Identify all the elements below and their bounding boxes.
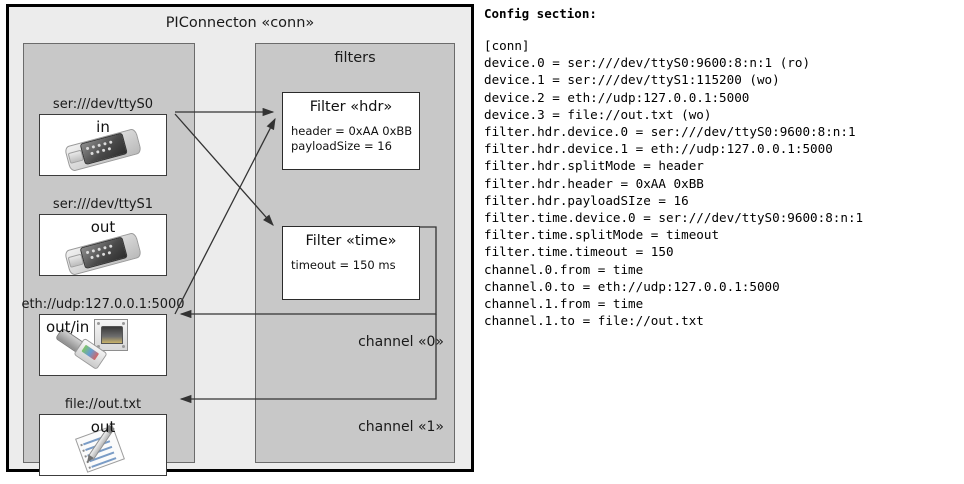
config-line: device.3 = file://out.txt (wo) <box>484 106 712 122</box>
device-ser1-direction: out <box>90 218 116 236</box>
config-line: channel.1.to = file://out.txt <box>484 313 704 329</box>
device-ser0-box[interactable]: in <box>39 114 167 176</box>
filter-hdr-prop-payloadsize: payloadSize = 16 <box>291 139 392 153</box>
device-ser1[interactable]: ser:///dev/ttyS1 out <box>39 196 167 276</box>
devices-group: ser:///dev/ttyS0 in <box>21 43 195 476</box>
config-line: device.1 = ser:///dev/ttyS1:115200 (wo) <box>484 72 780 88</box>
config-line: device.2 = eth://udp:127.0.0.1:5000 <box>484 89 750 105</box>
config-line: filter.time.device.0 = ser:///dev/ttyS0:… <box>484 210 864 226</box>
device-ser0-label: ser:///dev/ttyS0 <box>52 97 154 112</box>
config-line: channel.0.to = eth://udp:127.0.0.1:5000 <box>484 278 780 294</box>
device-eth-box[interactable]: out/in <box>39 314 167 376</box>
diagram-title: PIConnecton «conn» <box>165 15 315 31</box>
config-lines: [conn] device.0 = ser:///dev/ttyS0:9600:8… <box>484 37 958 329</box>
config-line: filter.time.splitMode = timeout <box>484 227 720 243</box>
device-file[interactable]: file://out.txt out <box>39 396 167 476</box>
filter-hdr-prop-header: header = 0xAA 0xBB <box>291 124 413 138</box>
connector-diagram: PIConnecton «conn» ser:///dev/ttyS0 in <box>6 4 474 476</box>
config-line: channel.0.from = time <box>484 261 644 277</box>
device-eth[interactable]: eth://udp:127.0.0.1:5000 out/in <box>21 296 185 376</box>
ethernet-port-icon <box>40 315 166 375</box>
config-line: filter.hdr.header = 0xAA 0xBB <box>484 175 704 191</box>
config-line: channel.1.from = time <box>484 296 644 312</box>
device-ser1-box[interactable]: out <box>39 214 167 276</box>
config-line: [conn] <box>484 38 530 53</box>
device-ser0[interactable]: ser:///dev/ttyS0 in <box>39 96 167 176</box>
config-line: filter.time.timeout = 150 <box>484 244 674 260</box>
channel-1-label: channel «1» <box>358 419 444 435</box>
device-file-direction: out <box>90 418 116 436</box>
config-section: Config section: [conn] device.0 = ser:///… <box>484 6 958 329</box>
filters-group: filters Filter «hdr» header = 0xAA 0xBB … <box>255 43 455 463</box>
config-heading: Config section: <box>484 6 597 21</box>
device-eth-label: eth://udp:127.0.0.1:5000 <box>21 297 185 312</box>
filter-hdr-title: Filter «hdr» <box>309 99 393 115</box>
filter-card-hdr[interactable]: Filter «hdr» header = 0xAA 0xBB payloadS… <box>282 92 420 170</box>
config-line: filter.hdr.device.0 = ser:///dev/ttyS0:9… <box>484 124 856 140</box>
filter-time-prop-timeout: timeout = 150 ms <box>291 258 396 272</box>
device-ser1-label: ser:///dev/ttyS1 <box>52 197 154 212</box>
config-line: filter.hdr.device.1 = eth://udp:127.0.0.… <box>484 141 833 157</box>
config-line: device.0 = ser:///dev/ttyS0:9600:8:n:1 (… <box>484 55 811 71</box>
device-eth-direction: out/in <box>46 318 90 336</box>
device-file-label: file://out.txt <box>64 397 142 412</box>
device-file-box[interactable]: out <box>39 414 167 476</box>
channel-0-label: channel «0» <box>358 334 444 350</box>
config-line: filter.hdr.payloadSIze = 16 <box>484 192 689 208</box>
filter-card-time[interactable]: Filter «time» timeout = 150 ms <box>282 226 420 300</box>
filters-group-title: filters <box>334 50 376 66</box>
filter-time-title: Filter «time» <box>305 233 397 249</box>
device-ser0-direction: in <box>96 118 110 136</box>
config-line: filter.hdr.splitMode = header <box>484 158 704 174</box>
